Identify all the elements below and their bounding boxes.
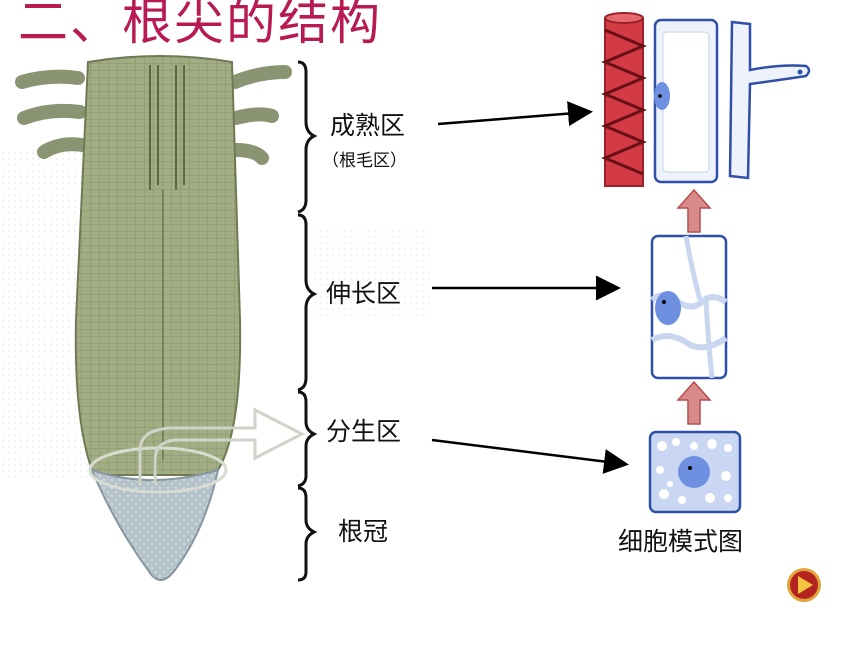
arrow-meristem: [431, 438, 629, 474]
zone-braces: [297, 60, 318, 582]
meristem-pointer-arrow: [138, 407, 306, 485]
meristem-cell: [648, 430, 742, 514]
zone-arrows: [431, 101, 629, 474]
page-title: 二、根尖的结构: [18, 0, 382, 51]
up-arrow-icon: [676, 380, 712, 425]
vascular-strands: [149, 65, 185, 460]
mature-cell: [653, 18, 719, 184]
arrow-maturation: [437, 101, 593, 127]
background-texture: [310, 230, 430, 320]
xylem-vessel: [601, 12, 647, 187]
play-button-icon[interactable]: [787, 568, 821, 602]
zone-label-maturation: 成熟区: [330, 111, 406, 140]
cell-diagram-caption: 细胞模式图: [618, 527, 744, 556]
growth-arrows: [676, 188, 712, 425]
background-texture: [0, 150, 90, 480]
root-hairs: [15, 65, 292, 165]
zone-label-elongation: 伸长区: [326, 279, 402, 308]
zone-label-meristem: 分生区: [326, 417, 402, 446]
root-cap: [90, 468, 220, 581]
elongation-cell: [650, 234, 728, 380]
zone-sublabel-root-hair: （根毛区）: [322, 151, 407, 171]
zone-label-root-cap: 根冠: [338, 517, 389, 546]
up-arrow-icon: [676, 188, 712, 233]
root-hair-cell: [728, 20, 811, 180]
